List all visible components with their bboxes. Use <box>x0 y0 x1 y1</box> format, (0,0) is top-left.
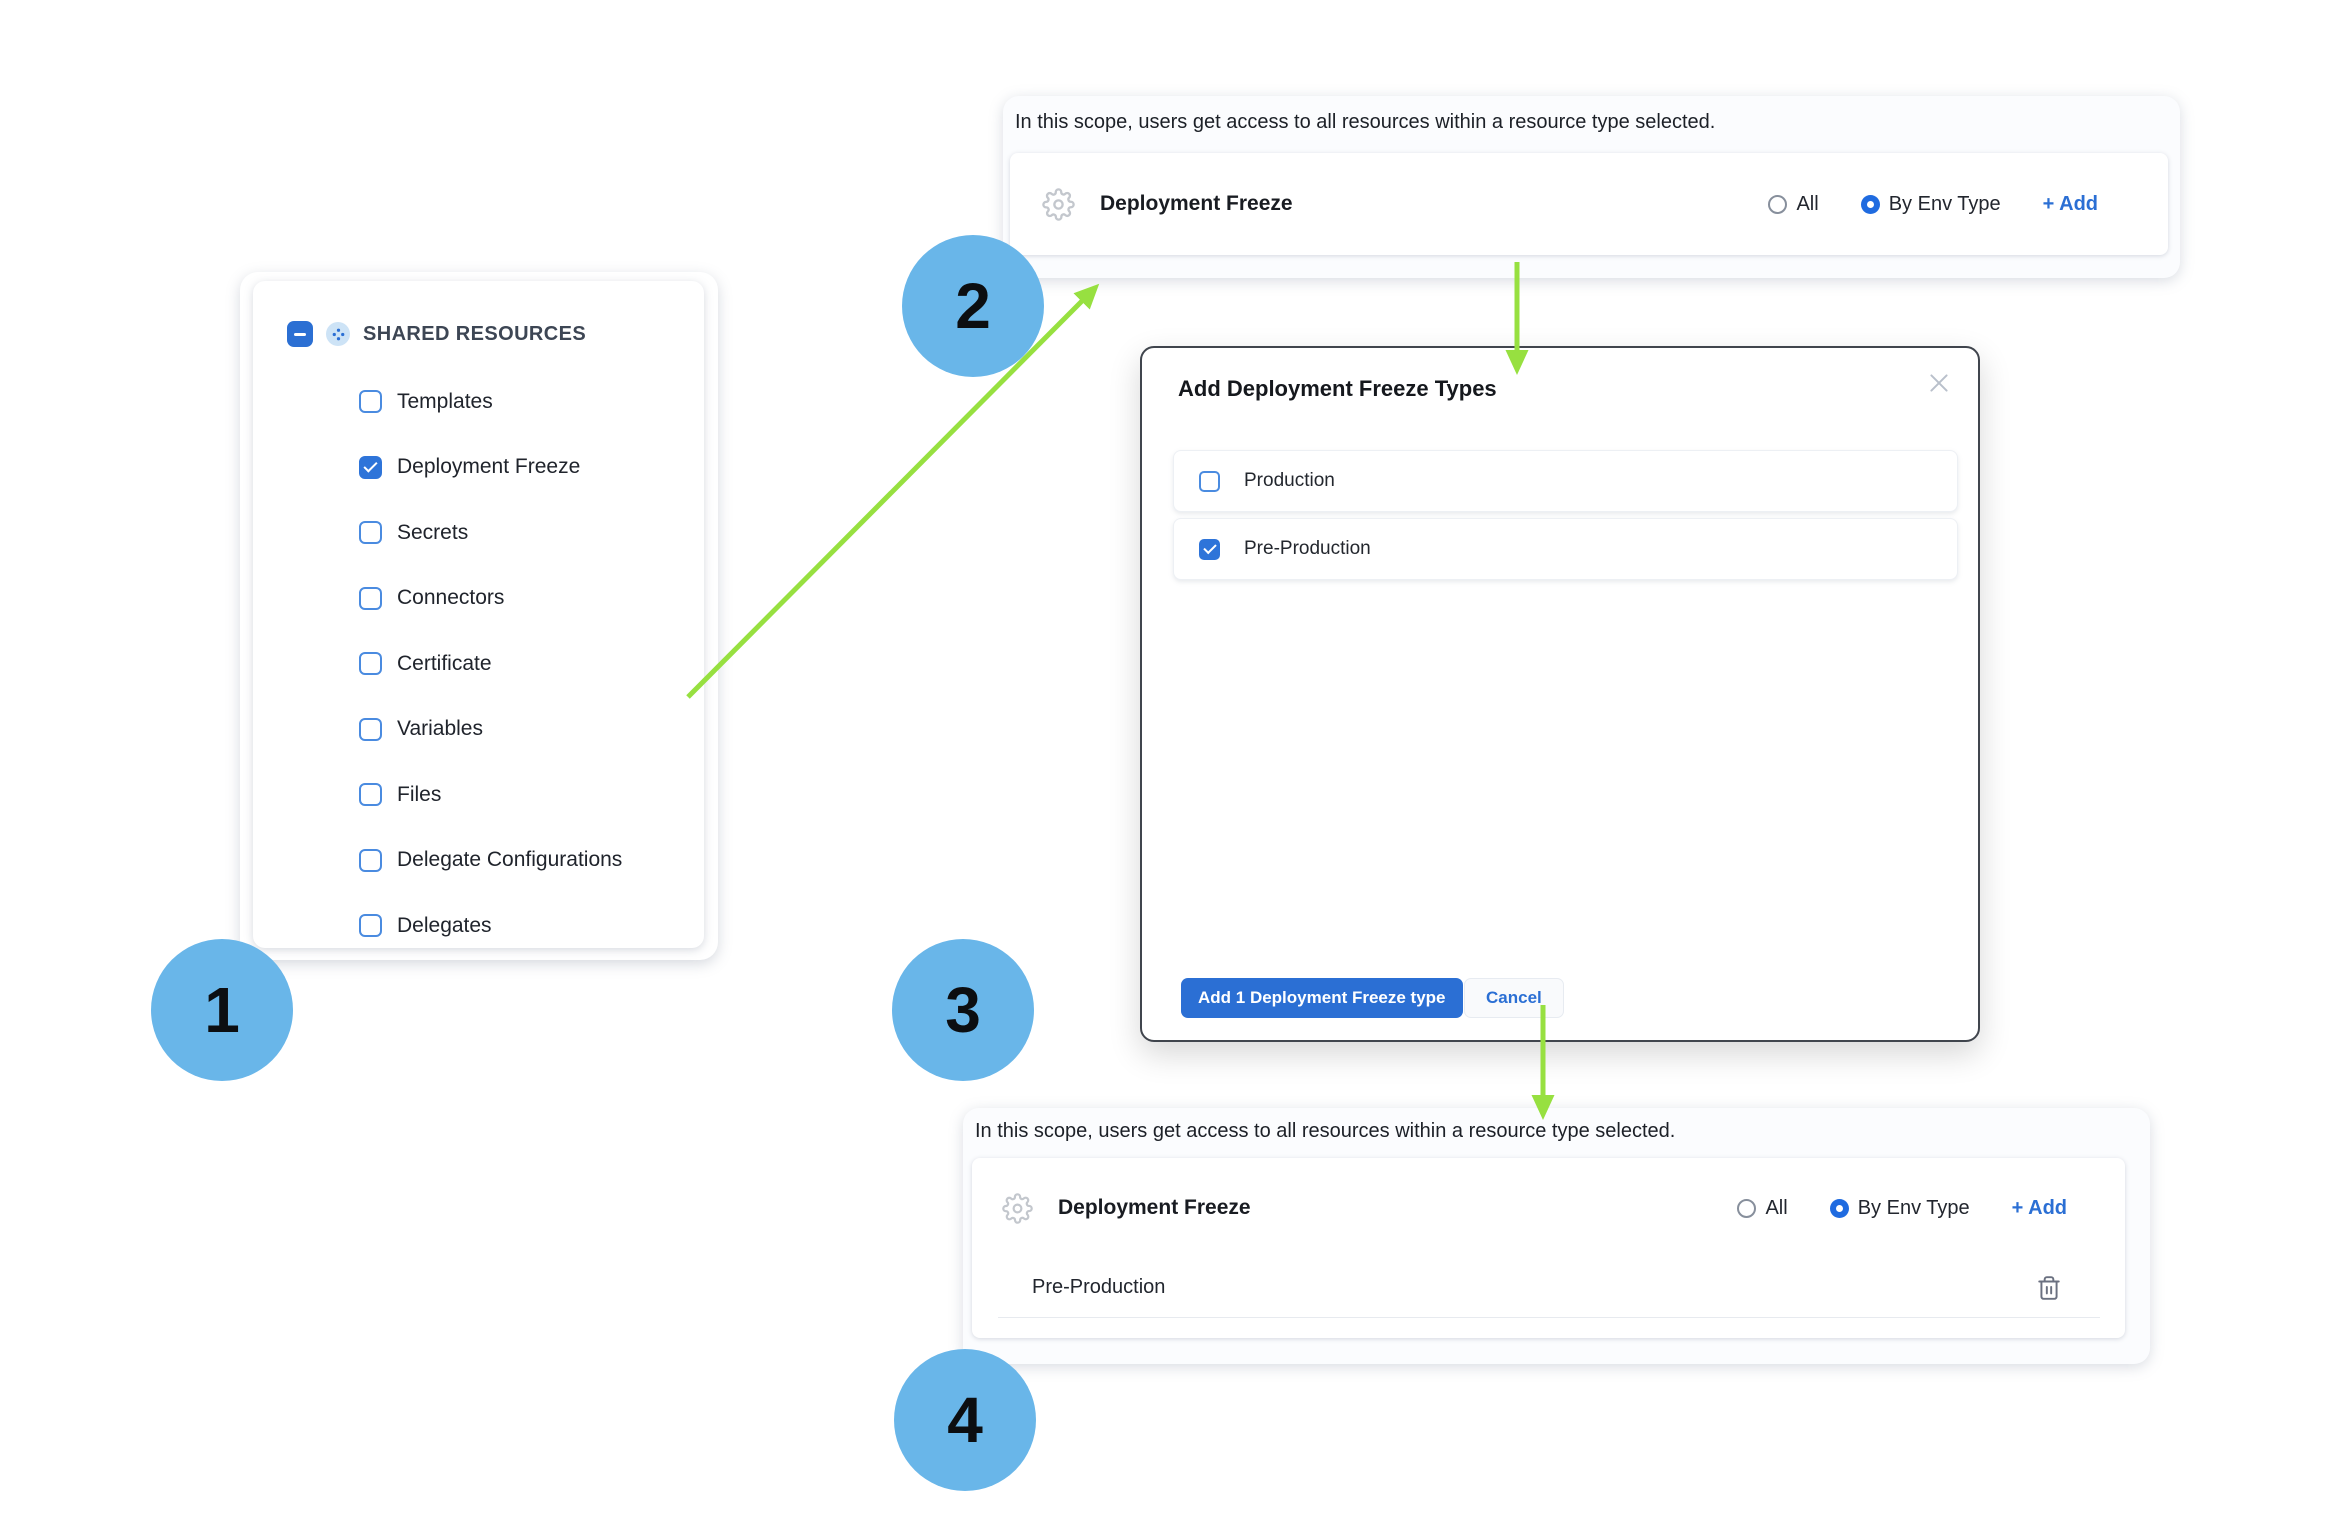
scope-panel-initial: In this scope, users get access to all r… <box>1003 96 2180 278</box>
list-item-files: Files <box>359 762 622 828</box>
label-variables: Variables <box>397 717 483 741</box>
label-templates: Templates <box>397 389 493 413</box>
add-deployment-freeze-types-modal: Add Deployment Freeze Types Production P… <box>1140 346 1980 1042</box>
checkbox-secrets[interactable] <box>359 521 382 545</box>
selected-type-row: Pre-Production <box>972 1258 2125 1317</box>
list-item-connectors: Connectors <box>359 566 622 632</box>
row-divider <box>998 1317 2100 1318</box>
cancel-button[interactable]: Cancel <box>1464 978 1564 1018</box>
list-item-deployment-freeze: Deployment Freeze <box>359 435 622 501</box>
step-number-1: 1 <box>204 974 240 1046</box>
step-circle-3: 3 <box>892 939 1034 1081</box>
shared-resources-header: SHARED RESOURCES <box>287 321 586 347</box>
modal-option-pre-production[interactable]: Pre-Production <box>1173 518 1958 580</box>
deployment-freeze-result-card: Deployment Freeze All By Env Type + Add … <box>972 1158 2125 1338</box>
radio-group-all[interactable]: All <box>1768 192 1819 216</box>
label-secrets: Secrets <box>397 520 469 544</box>
radio-by-env-type-result[interactable] <box>1829 1198 1849 1218</box>
row-controls: All By Env Type + Add <box>1768 193 2098 216</box>
trash-icon[interactable] <box>2036 1275 2062 1301</box>
checkbox-delegates[interactable] <box>359 914 382 938</box>
checkbox-variables[interactable] <box>359 717 382 741</box>
arrow-sidebar-to-panel <box>686 283 1100 699</box>
scope-description: In this scope, users get access to all r… <box>1015 111 1716 133</box>
add-link-result[interactable]: + Add <box>2011 1196 2067 1219</box>
step-circle-4: 4 <box>894 1349 1036 1491</box>
deployment-freeze-row-result: Deployment Freeze All By Env Type + Add <box>972 1158 2125 1258</box>
label-pre-production: Pre-Production <box>1244 538 1371 559</box>
list-item-secrets: Secrets <box>359 500 622 566</box>
step-number-3: 3 <box>945 974 981 1046</box>
shared-resources-card: SHARED RESOURCES Templates Deployment Fr… <box>253 281 704 948</box>
list-item-delegate-configurations: Delegate Configurations <box>359 828 622 894</box>
deployment-freeze-row: Deployment Freeze All By Env Type + Add <box>1010 153 2168 255</box>
label-certificate: Certificate <box>397 651 492 675</box>
row-title-result: Deployment Freeze <box>1058 1196 1251 1219</box>
row-title: Deployment Freeze <box>1100 192 1293 215</box>
collapse-minus-button[interactable] <box>287 321 313 347</box>
label-production: Production <box>1244 470 1335 491</box>
list-item-templates: Templates <box>359 369 622 435</box>
add-link[interactable]: + Add <box>2042 192 2098 215</box>
label-files: Files <box>397 782 442 806</box>
minus-icon <box>294 332 306 336</box>
selected-type-label: Pre-Production <box>1032 1276 1166 1298</box>
modal-title: Add Deployment Freeze Types <box>1178 376 1497 401</box>
gear-icon <box>1042 187 1075 221</box>
radio-group-all-result[interactable]: All <box>1737 1196 1788 1220</box>
step-number-2: 2 <box>955 270 991 342</box>
checkbox-certificate[interactable] <box>359 652 382 676</box>
radio-all-result-label: All <box>1765 1196 1788 1219</box>
checkbox-deployment-freeze[interactable] <box>359 455 382 479</box>
radio-by-env-type[interactable] <box>1860 194 1880 214</box>
label-delegates: Delegates <box>397 913 492 937</box>
radio-all-label: All <box>1796 192 1819 215</box>
add-freeze-type-button[interactable]: Add 1 Deployment Freeze type <box>1181 978 1463 1018</box>
shared-resources-title: SHARED RESOURCES <box>363 322 587 345</box>
radio-group-by-env-type-result[interactable]: By Env Type <box>1829 1196 1970 1220</box>
scope-description-result: In this scope, users get access to all r… <box>975 1120 1676 1142</box>
checkbox-production[interactable] <box>1199 470 1220 492</box>
step-circle-1: 1 <box>151 939 293 1081</box>
shared-resources-panel: SHARED RESOURCES Templates Deployment Fr… <box>240 272 718 960</box>
list-item-certificate: Certificate <box>359 631 622 697</box>
gear-icon <box>1002 1192 1033 1224</box>
label-delegate-configurations: Delegate Configurations <box>397 848 623 872</box>
list-item-delegates: Delegates <box>359 893 622 959</box>
checkbox-connectors[interactable] <box>359 586 382 610</box>
label-connectors: Connectors <box>397 586 505 610</box>
close-icon[interactable] <box>1926 370 1952 396</box>
scope-panel-result: In this scope, users get access to all r… <box>963 1108 2150 1364</box>
label-deployment-freeze: Deployment Freeze <box>397 455 581 479</box>
step-circle-2: 2 <box>902 235 1044 377</box>
checkbox-templates[interactable] <box>359 390 382 414</box>
radio-group-by-env-type[interactable]: By Env Type <box>1860 192 2001 216</box>
radio-by-env-type-result-label: By Env Type <box>1857 1196 1970 1219</box>
step-number-4: 4 <box>947 1384 983 1456</box>
resource-type-list: Templates Deployment Freeze Secrets Conn… <box>359 369 622 959</box>
radio-by-env-type-label: By Env Type <box>1888 192 2001 215</box>
checkbox-files[interactable] <box>359 783 382 807</box>
list-item-variables: Variables <box>359 697 622 763</box>
radio-all[interactable] <box>1768 194 1788 214</box>
checkbox-pre-production[interactable] <box>1199 538 1220 560</box>
modal-option-production[interactable]: Production <box>1173 450 1958 512</box>
shared-resources-icon <box>326 322 350 346</box>
radio-all-result[interactable] <box>1737 1198 1757 1218</box>
checkbox-delegate-configurations[interactable] <box>359 848 382 872</box>
row-controls-result: All By Env Type + Add <box>1737 1197 2067 1220</box>
